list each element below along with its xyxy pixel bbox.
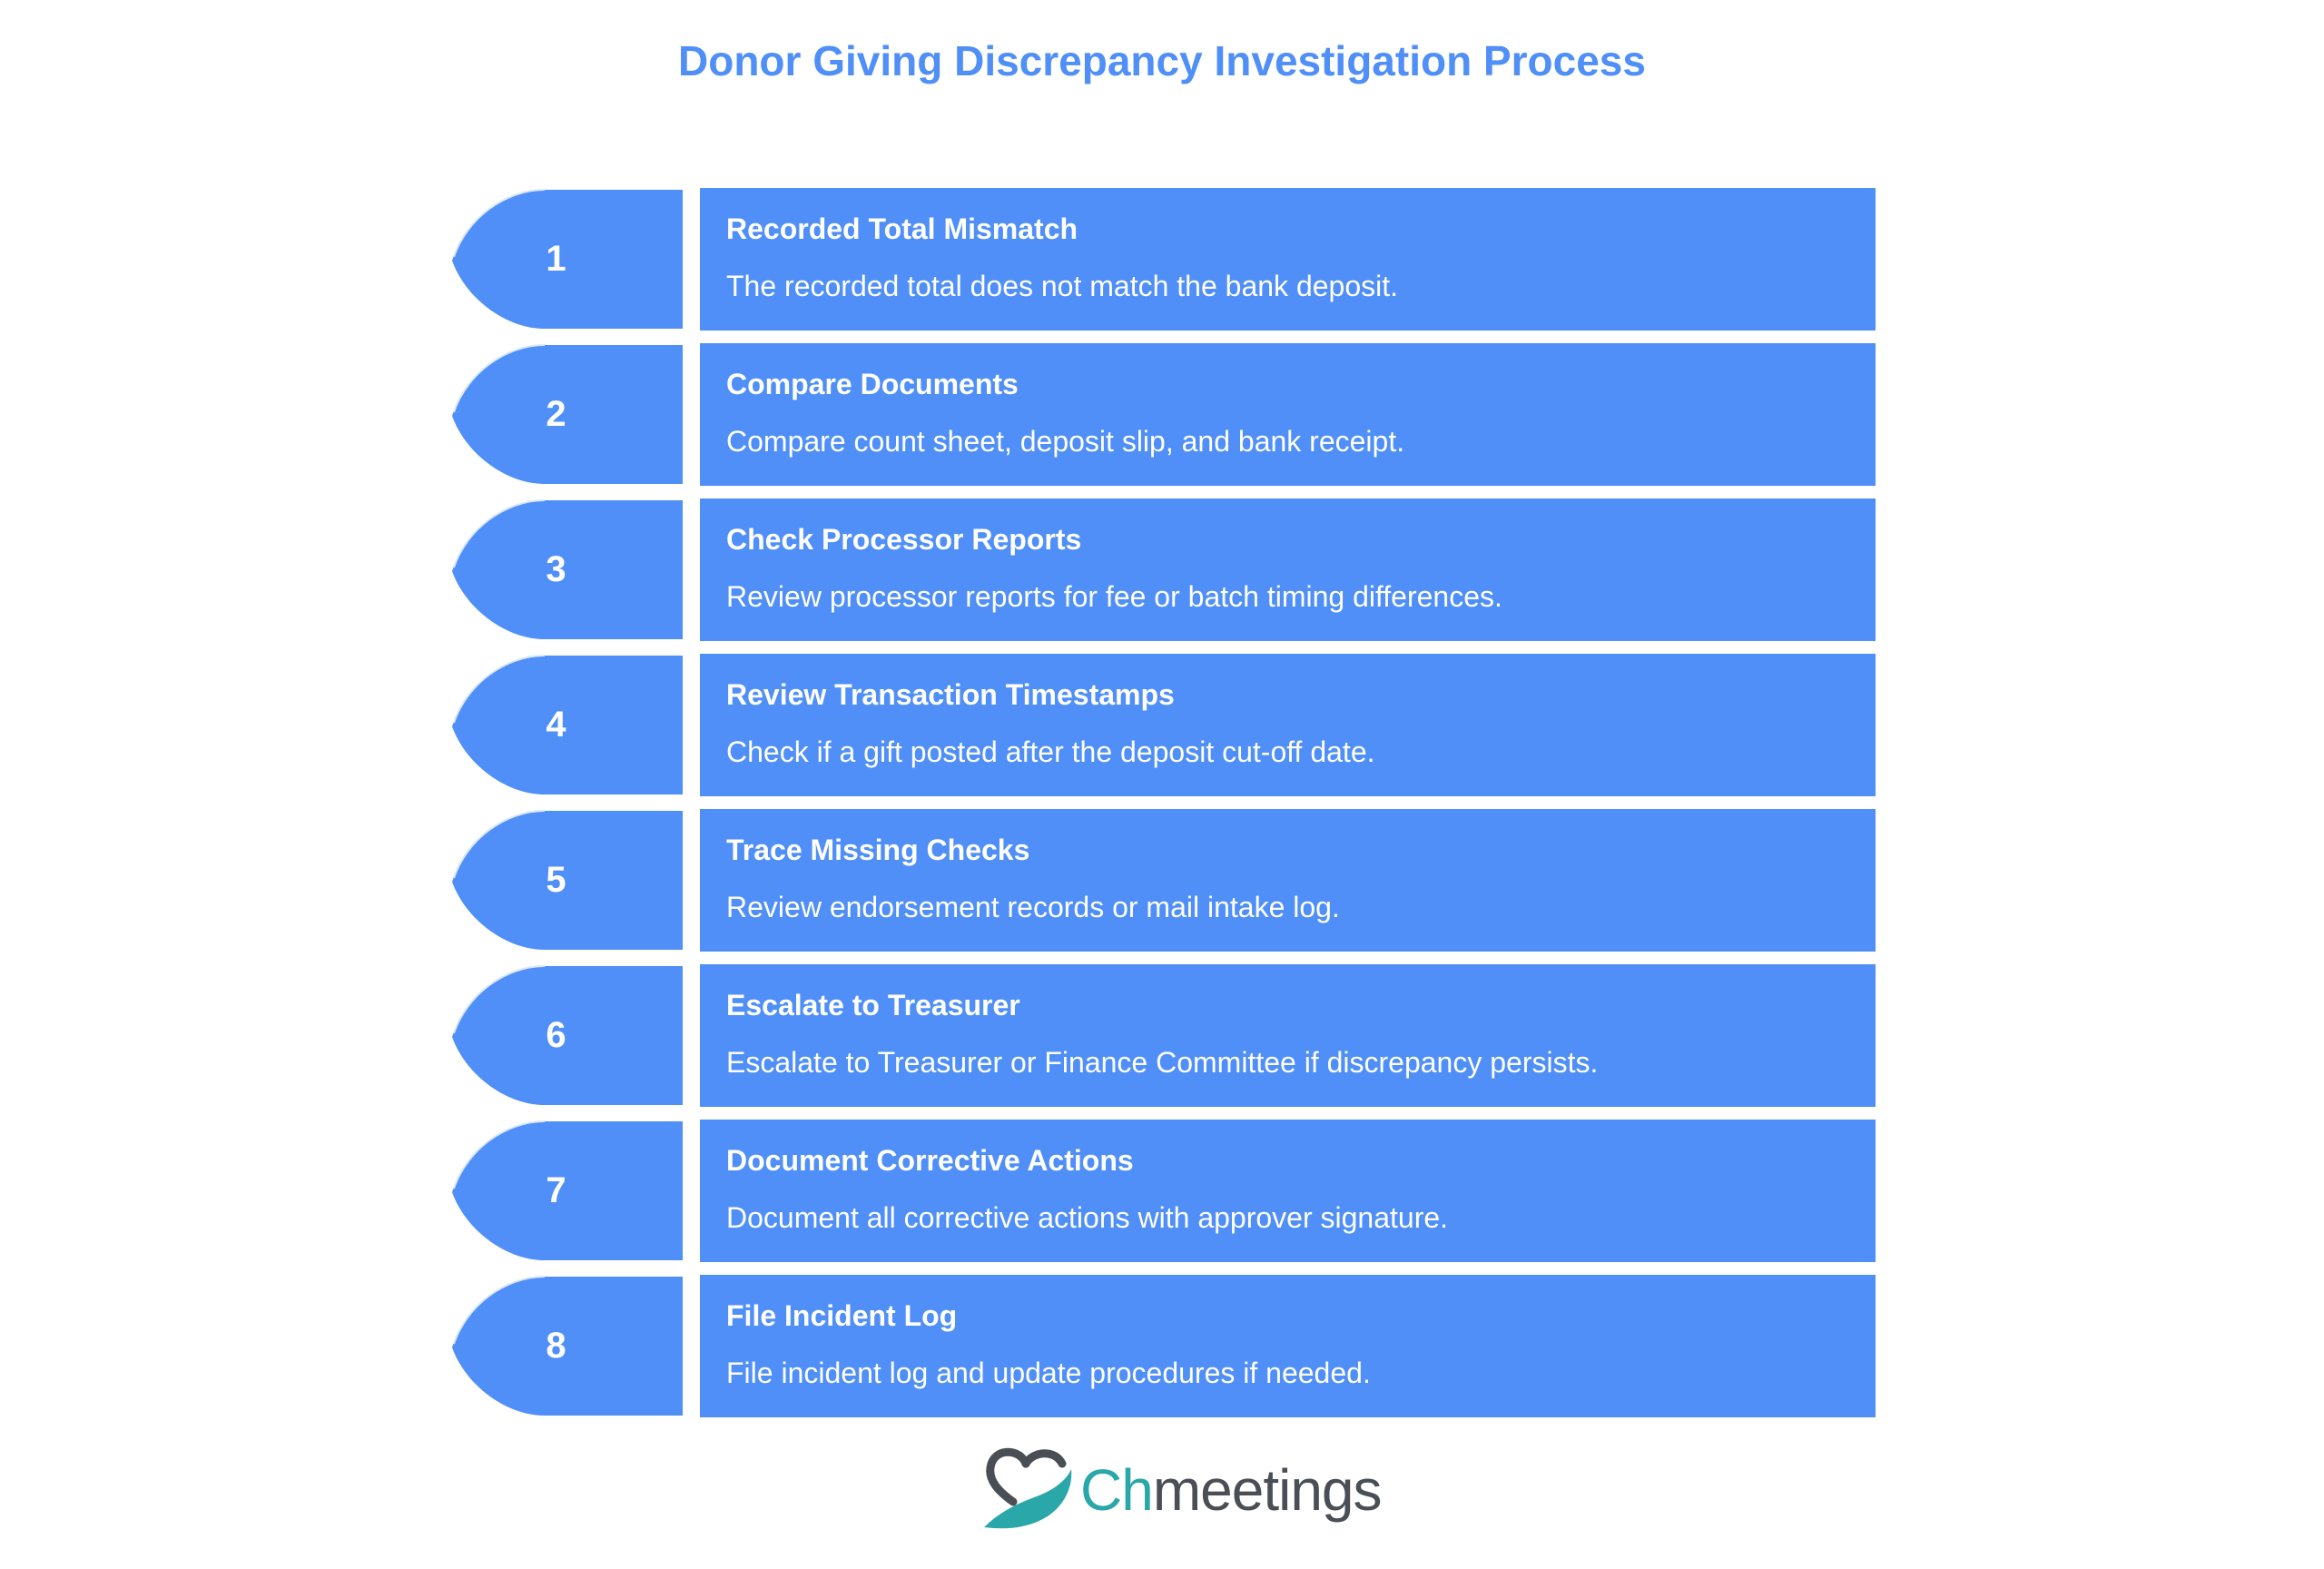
step-title: File Incident Log — [726, 1299, 958, 1332]
step-number: 7 — [546, 1170, 566, 1210]
step-title: Trace Missing Checks — [726, 834, 1030, 866]
step-number-shape — [450, 809, 683, 952]
process-step: 2 Compare Documents Compare count sheet,… — [450, 343, 1876, 486]
process-step: 8 File Incident Log File incident log an… — [450, 1275, 1876, 1417]
step-description: Compare count sheet, deposit slip, and b… — [726, 425, 1405, 458]
step-description: Check if a gift posted after the deposit… — [726, 735, 1375, 768]
step-number-shape — [450, 498, 683, 641]
step-card: Check Processor Reports Review processor… — [700, 498, 1876, 641]
process-steps: 1 Recorded Total Mismatch The recorded t… — [450, 188, 1876, 1430]
step-card: Trace Missing Checks Review endorsement … — [700, 809, 1876, 952]
step-number-shape — [450, 188, 683, 331]
brand-name-accent: Ch — [1080, 1457, 1154, 1523]
step-card: Escalate to Treasurer Escalate to Treasu… — [700, 964, 1876, 1107]
page-title: Donor Giving Discrepancy Investigation P… — [678, 37, 1646, 84]
step-title: Check Processor Reports — [726, 523, 1082, 556]
heart-hand-icon — [980, 1436, 1080, 1536]
step-title: Recorded Total Mismatch — [726, 212, 1078, 245]
step-number: 1 — [546, 239, 566, 279]
step-title: Escalate to Treasurer — [726, 989, 1020, 1021]
process-step: 3 Check Processor Reports Review process… — [450, 498, 1876, 641]
brand-name: Chmeetings — [1080, 1456, 1382, 1524]
step-number: 5 — [546, 860, 566, 900]
step-number: 8 — [546, 1326, 566, 1366]
process-step: 1 Recorded Total Mismatch The recorded t… — [450, 188, 1876, 331]
step-number: 4 — [546, 705, 566, 745]
process-step: 5 Trace Missing Checks Review endorsemen… — [450, 809, 1876, 952]
step-description: Review endorsement records or mail intak… — [726, 891, 1340, 923]
step-title: Review Transaction Timestamps — [726, 678, 1175, 711]
step-card: Document Corrective Actions Document all… — [700, 1120, 1876, 1262]
step-card: Compare Documents Compare count sheet, d… — [700, 343, 1876, 486]
step-card: Recorded Total Mismatch The recorded tot… — [700, 188, 1876, 331]
step-title: Document Corrective Actions — [726, 1144, 1134, 1177]
process-step: 4 Review Transaction Timestamps Check if… — [450, 654, 1876, 796]
process-step: 6 Escalate to Treasurer Escalate to Trea… — [450, 964, 1876, 1107]
step-description: Document all corrective actions with app… — [726, 1201, 1449, 1234]
step-number: 3 — [546, 549, 566, 589]
step-description: File incident log and update procedures … — [726, 1357, 1371, 1389]
step-number: 6 — [546, 1015, 566, 1055]
step-title: Compare Documents — [726, 368, 1019, 400]
step-number: 2 — [546, 394, 566, 434]
step-description: Review processor reports for fee or batc… — [726, 580, 1502, 613]
process-step: 7 Document Corrective Actions Document a… — [450, 1120, 1876, 1262]
step-number-shape — [450, 964, 683, 1107]
step-description: The recorded total does not match the ba… — [726, 270, 1399, 302]
step-number-shape — [450, 1120, 683, 1262]
step-card: Review Transaction Timestamps Check if a… — [700, 654, 1876, 796]
step-number-shape — [450, 343, 683, 486]
step-card: File Incident Log File incident log and … — [700, 1275, 1876, 1417]
brand-name-rest: meetings — [1152, 1457, 1383, 1523]
step-description: Escalate to Treasurer or Finance Committ… — [726, 1046, 1599, 1079]
brand-logo: Chmeetings — [980, 1436, 1382, 1536]
step-number-shape — [450, 654, 683, 796]
step-number-shape — [450, 1275, 683, 1417]
